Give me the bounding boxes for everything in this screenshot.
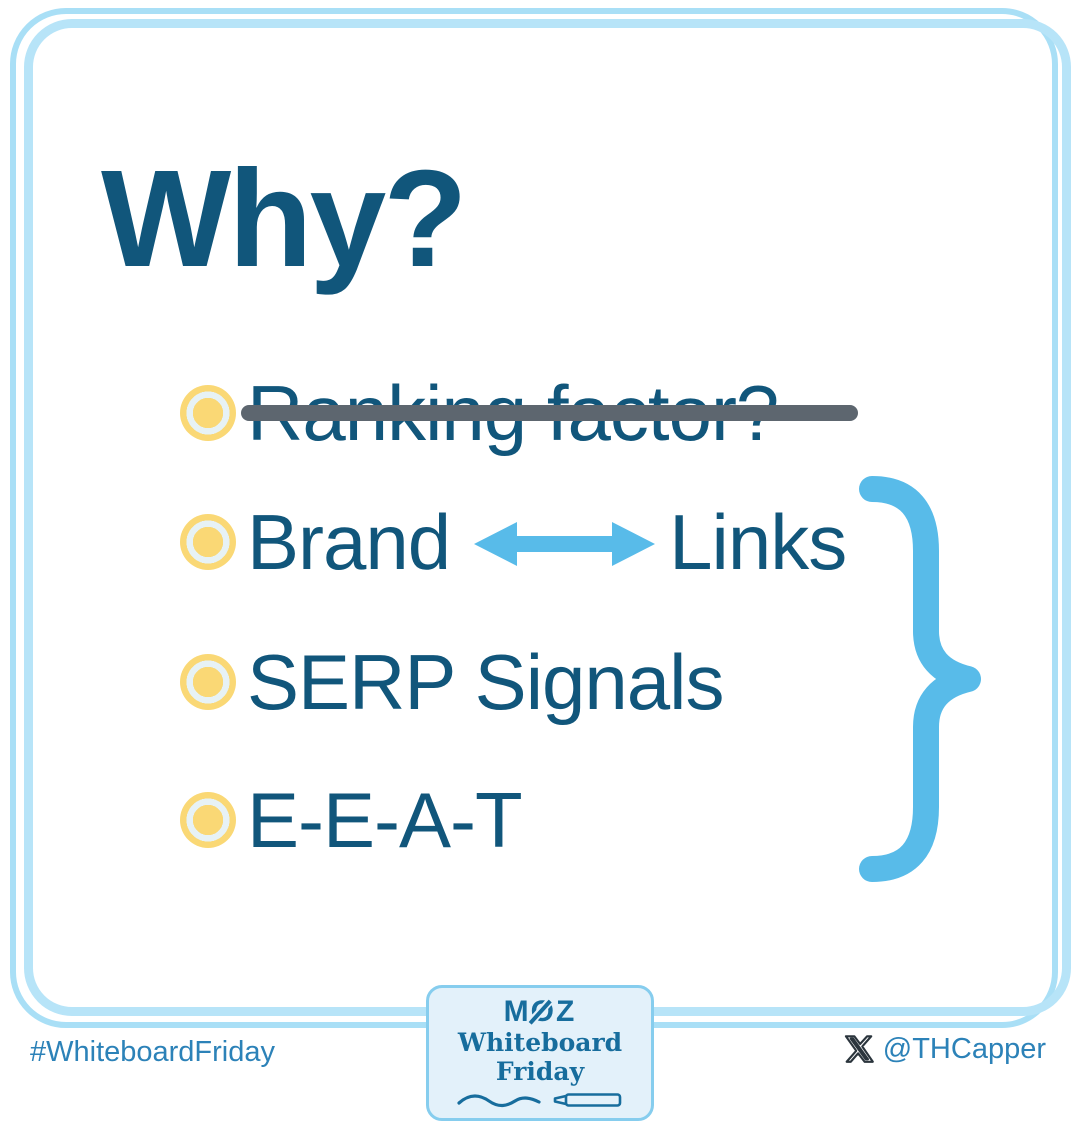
list-item-label-right: Links (669, 498, 847, 586)
bullet-icon (180, 514, 236, 570)
whiteboard-friday-label: Whiteboard Friday (457, 1028, 623, 1086)
list-item-label: E-E-A-T (247, 776, 523, 864)
page-title: Why? (101, 142, 468, 296)
moz-whiteboard-friday-badge: MOZ Whiteboard Friday (426, 985, 654, 1121)
list-item-label: SERP Signals (247, 638, 724, 726)
x-logo-icon (844, 1035, 874, 1063)
list-item-ranking-factor: Ranking factor? (180, 368, 858, 458)
hashtag-label: #WhiteboardFriday (30, 1036, 275, 1068)
list-item-brand-links: Brand Links (180, 497, 847, 587)
curly-brace-icon (859, 476, 981, 882)
bullet-icon (180, 654, 236, 710)
marker-icon (553, 1092, 622, 1107)
list-item-label-left: Brand (247, 498, 451, 586)
twitter-handle: @THCapper (882, 1032, 1046, 1065)
slide: Why? Ranking factor? Brand Links SERP Si… (0, 0, 1080, 1080)
badge-doodles (439, 1092, 641, 1108)
social-attribution: @THCapper (842, 1032, 1046, 1066)
bullet-icon (180, 792, 236, 848)
double-arrow-icon (474, 522, 656, 566)
strikethrough-line (241, 405, 858, 421)
bullet-icon (180, 385, 236, 441)
moz-logo: MOZ (503, 995, 577, 1028)
list-item-serp-signals: SERP Signals (180, 637, 724, 727)
list-item-eeat: E-E-A-T (180, 775, 523, 865)
squiggle-icon (457, 1093, 541, 1107)
